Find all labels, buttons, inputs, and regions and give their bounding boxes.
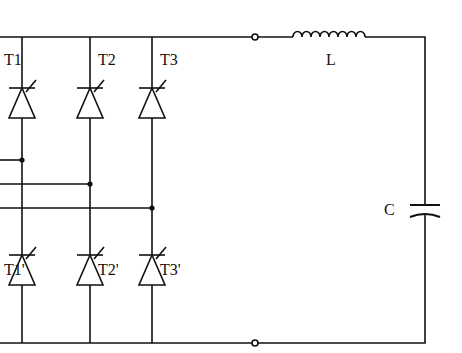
top-rail [0,36,252,38]
column-wire [151,37,153,88]
phase-input [0,159,22,161]
thyristor-symbol [139,88,165,118]
gate-lead [26,247,36,259]
capacitor-plate [410,204,440,206]
gate-lead [94,80,104,92]
component-label: C [384,202,395,218]
junction-dot [88,182,92,186]
column-wire [89,37,91,88]
output-wire [365,37,425,205]
component-label: L [326,52,336,68]
column-wire [89,285,91,343]
thyristor-label: T2 [98,52,116,68]
capacitor-plate [410,214,440,217]
phase-input [0,183,90,185]
thyristor-label: T2' [98,262,119,278]
column-wire [21,285,23,343]
thyristor-label: T1' [4,262,25,278]
thyristor-symbol [9,88,35,118]
terminal [252,34,258,40]
thyristor-label: T3' [160,262,181,278]
thyristor-symbol [77,88,103,118]
phase-input [0,207,152,209]
thyristor-label: T1 [4,52,22,68]
column-wire [151,118,153,255]
output-wire [258,215,425,343]
gate-lead [156,247,166,259]
junction-dot [20,158,24,162]
column-wire [21,118,23,255]
top-rail [258,36,293,38]
column-wire [151,285,153,343]
thyristor-label: T3 [160,52,178,68]
junction-dot [150,206,154,210]
inductor-coil [293,32,365,37]
terminal [252,340,258,346]
gate-lead [26,80,36,92]
gate-lead [156,80,166,92]
wiring [0,32,440,347]
gate-lead [94,247,104,259]
bottom-rail [0,342,252,344]
output-wire [424,214,426,215]
